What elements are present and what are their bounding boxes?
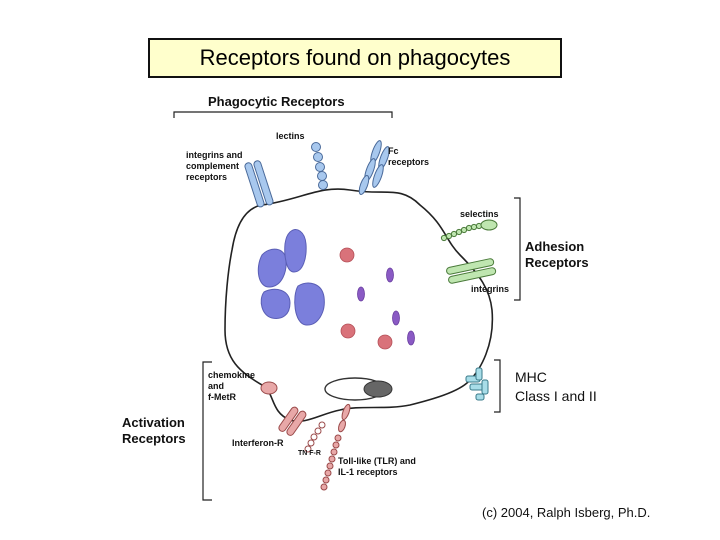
label-toll-1: Toll-like (TLR) and bbox=[338, 456, 416, 466]
red-granules bbox=[339, 247, 393, 350]
phagocytic-bracket bbox=[173, 111, 393, 118]
selectin-receptor bbox=[440, 219, 498, 242]
integrin-complement-receptor bbox=[244, 160, 274, 208]
credit-text: (c) 2004, Ralph Isberg, Ph.D. bbox=[482, 505, 650, 520]
lectin-receptor bbox=[311, 142, 328, 190]
label-integrins-complement-3: receptors bbox=[186, 172, 227, 182]
label-integrins-complement-2: complement bbox=[186, 161, 239, 171]
page-title: Receptors found on phagocytes bbox=[199, 45, 511, 70]
label-fc-2: receptors bbox=[388, 157, 429, 167]
label-integrins: integrins bbox=[471, 284, 509, 294]
label-lectins: lectins bbox=[276, 131, 305, 141]
group-label-adhesion-2: Receptors bbox=[525, 255, 589, 270]
label-integrins-complement-1: integrins and bbox=[186, 150, 243, 160]
label-chemokine-1: chemokine bbox=[208, 370, 255, 380]
activation-bracket bbox=[202, 361, 212, 501]
group-label-activation-1: Activation bbox=[122, 415, 185, 430]
group-label-phagocytic: Phagocytic Receptors bbox=[208, 94, 345, 109]
purple-granules bbox=[357, 267, 415, 346]
label-toll-2: IL-1 receptors bbox=[338, 467, 398, 477]
label-tnfr: TN F-R bbox=[298, 450, 321, 457]
nucleus bbox=[257, 229, 325, 326]
chemokine-receptor bbox=[260, 381, 278, 395]
label-chemokine-3: f-MetR bbox=[208, 392, 236, 402]
mhc-receptor bbox=[465, 367, 489, 401]
interferon-receptor bbox=[278, 406, 307, 436]
adhesion-integrin-receptor bbox=[446, 258, 497, 284]
group-label-adhesion-1: Adhesion bbox=[525, 239, 584, 254]
label-mhc-1: MHC bbox=[515, 369, 547, 385]
label-chemokine-2: and bbox=[208, 381, 224, 391]
label-fc-1: Fc bbox=[388, 146, 399, 156]
label-mhc-2: Class I and II bbox=[515, 388, 597, 404]
fc-receptor bbox=[358, 140, 390, 195]
mhc-bracket bbox=[494, 359, 501, 413]
vesicle bbox=[324, 377, 393, 401]
toll-like-receptor bbox=[320, 403, 351, 491]
tnf-receptor bbox=[304, 421, 326, 453]
title-banner: Receptors found on phagocytes bbox=[148, 38, 562, 78]
adhesion-bracket bbox=[514, 197, 521, 301]
label-selectins: selectins bbox=[460, 209, 499, 219]
label-interferon: Interferon-R bbox=[232, 438, 284, 448]
group-label-activation-2: Receptors bbox=[122, 431, 186, 446]
